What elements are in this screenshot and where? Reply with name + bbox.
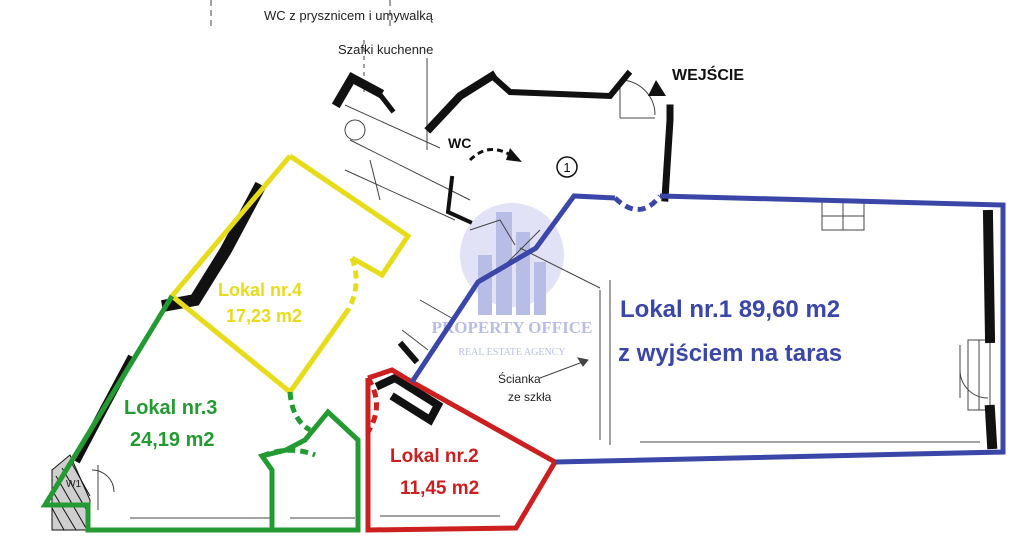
unit-2-area: 11,45 m2: [400, 478, 479, 499]
unit-3-area: 24,19 m2: [130, 429, 215, 451]
watermark: PROPERTY OFFICE REAL ESTATE AGENCY: [432, 203, 593, 358]
glass-wall-label-1: Ścianka: [498, 371, 541, 386]
marker-label: W1: [66, 479, 81, 490]
glass-wall-label-2: ze szkła: [508, 390, 552, 404]
unit-4-area: 17,23 m2: [226, 306, 302, 326]
unit-2-title: Lokal nr.2: [390, 446, 479, 467]
unit-1-subtitle: z wyjściem na taras: [618, 340, 842, 367]
room-number-circle: [556, 156, 578, 178]
unit-4-title: Lokal nr.4: [218, 280, 302, 300]
unit-1-title: Lokal nr.1 89,60 m2: [620, 296, 840, 323]
unit-4-outline: [168, 153, 412, 396]
unit-3-outline: [40, 294, 361, 533]
unit-3-title: Lokal nr.3: [124, 397, 217, 419]
room-number: 1: [563, 160, 570, 175]
unit-1-outline: [409, 193, 1006, 465]
wc-shower-label: WC z prysznicem i umywalką: [264, 8, 434, 23]
wc-label: WC: [448, 135, 471, 151]
entrance-arrow-icon: [648, 80, 666, 96]
kitchen-cabinets-label: Szafki kuchenne: [338, 42, 433, 57]
watermark-name: PROPERTY OFFICE: [432, 318, 593, 337]
watermark-buildings-icon: [478, 212, 546, 315]
watermark-tagline: REAL ESTATE AGENCY: [458, 347, 565, 358]
wc-door-arrow: [506, 148, 522, 162]
entrance-label: WEJŚCIE: [672, 65, 744, 84]
